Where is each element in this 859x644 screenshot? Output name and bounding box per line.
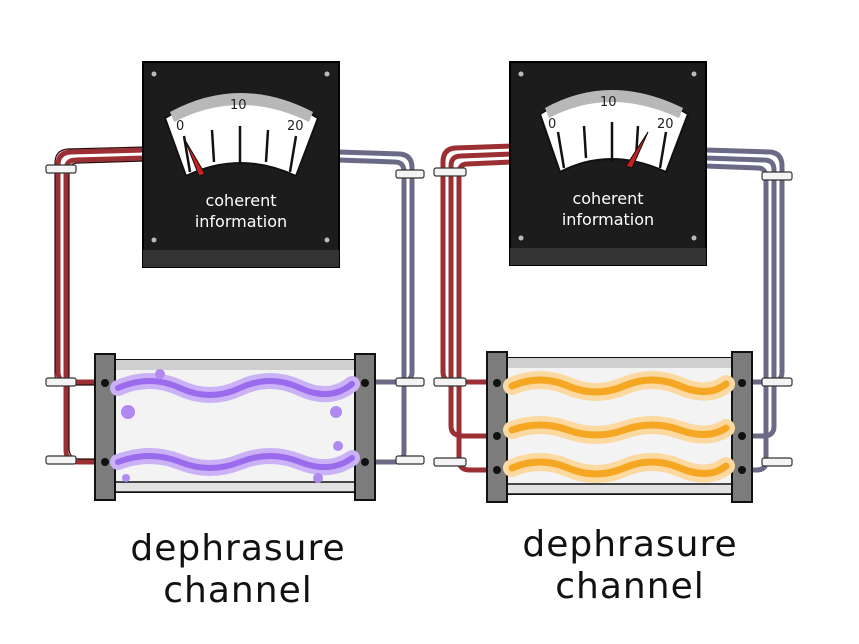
caption-line2: channel <box>163 570 313 611</box>
left-panel: 0 10 20 coherent information <box>45 61 425 501</box>
scale-label-10: 10 <box>230 98 247 113</box>
coherent-information-meter: 0 10 20 coherent information <box>509 61 707 266</box>
cable-clamp <box>433 167 793 467</box>
scale-label-0: 0 <box>176 119 184 134</box>
scale-label-20: 20 <box>657 117 674 132</box>
meter-label-line1: coherent <box>572 189 643 208</box>
orange-strand <box>503 371 735 483</box>
meter-label-line2: information <box>195 212 287 231</box>
dial-ticks <box>182 126 298 173</box>
purple-strand <box>110 373 360 476</box>
scale-label-10: 10 <box>600 95 617 110</box>
meter-needle <box>625 131 649 169</box>
channel-caption-right: dephrasure channel <box>480 524 780 608</box>
meter-label-line2: information <box>562 210 654 229</box>
right-panel: 0 10 20 coherent information <box>433 61 793 503</box>
meter-label-line1: coherent <box>205 191 276 210</box>
dephrasure-channel-box <box>94 353 376 501</box>
meter-needle <box>184 139 206 177</box>
scale-label-0: 0 <box>548 117 556 132</box>
channel-caption-left: dephrasure channel <box>88 528 388 612</box>
caption-line1: dephrasure <box>130 528 346 569</box>
coherent-information-meter: 0 10 20 coherent information <box>142 61 340 268</box>
dephrasure-channel-box <box>486 351 753 503</box>
caption-line1: dephrasure <box>522 524 738 565</box>
caption-line2: channel <box>555 566 705 607</box>
purple-blobs <box>121 369 343 483</box>
scale-label-20: 20 <box>287 119 304 134</box>
cable-clamp <box>45 164 425 465</box>
